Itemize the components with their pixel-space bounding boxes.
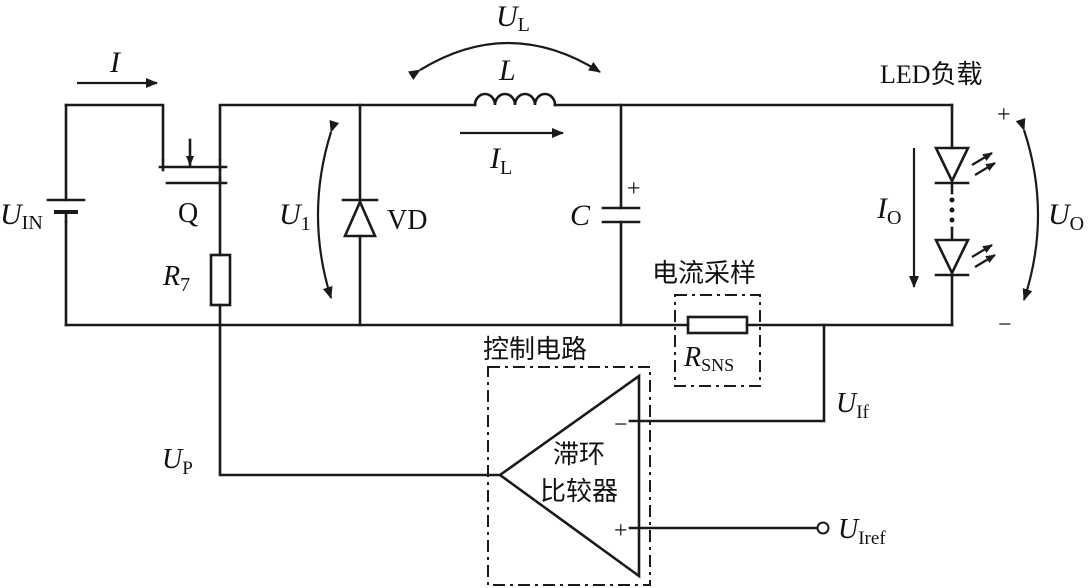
sampling-title: 电流采样	[652, 259, 756, 289]
output-voltage-arrow	[1015, 117, 1040, 301]
inductor-voltage-arrow	[408, 41, 601, 80]
comparator-label-line2: 比较器	[540, 477, 618, 507]
output-current-label: IO	[876, 192, 901, 229]
control-box	[487, 366, 651, 586]
input-voltage-label: UIN	[0, 198, 43, 234]
sampling-box	[674, 294, 761, 387]
capacitor-label: C	[570, 199, 591, 232]
output-plus: +	[997, 102, 1011, 128]
reference-terminal	[816, 521, 830, 535]
comparator-minus: −	[614, 412, 628, 438]
resistor-r7-label: R7	[162, 261, 190, 296]
reference-voltage-label: UIref	[838, 514, 886, 549]
control-title: 控制电路	[483, 335, 587, 365]
comparator-plus: +	[614, 518, 628, 544]
diode-voltage-arrow	[316, 120, 340, 299]
switch-mosfet	[158, 138, 228, 185]
input-current-label: I	[109, 46, 122, 79]
inductor	[473, 92, 557, 107]
led-ellipsis	[949, 197, 955, 223]
freewheel-diode	[341, 198, 379, 238]
hysteresis-comparator	[497, 373, 641, 579]
comparator-label-line1: 滞环	[553, 440, 605, 470]
capacitor-plus: +	[627, 176, 641, 202]
diode-voltage-label: U1	[279, 198, 311, 235]
output-voltage-label: UO	[1048, 198, 1084, 235]
inductor-label: L	[498, 54, 516, 87]
inductor-voltage-label: UL	[496, 0, 530, 36]
switch-label: Q	[178, 198, 198, 229]
feedback-voltage-label: UIf	[836, 388, 870, 423]
resistor-r7	[209, 253, 232, 307]
inductor-current-label: IL	[489, 142, 512, 179]
led-load-title: LED负载	[880, 60, 983, 89]
voltage-p-label: UP	[162, 444, 193, 479]
input-battery	[46, 198, 86, 214]
led-1	[933, 146, 996, 185]
diode-label: VD	[387, 205, 427, 236]
capacitor	[601, 206, 641, 224]
led-2	[933, 238, 996, 277]
sense-resistor	[686, 315, 749, 335]
output-minus: −	[998, 312, 1012, 338]
sense-resistor-label: RSNS	[683, 342, 734, 375]
